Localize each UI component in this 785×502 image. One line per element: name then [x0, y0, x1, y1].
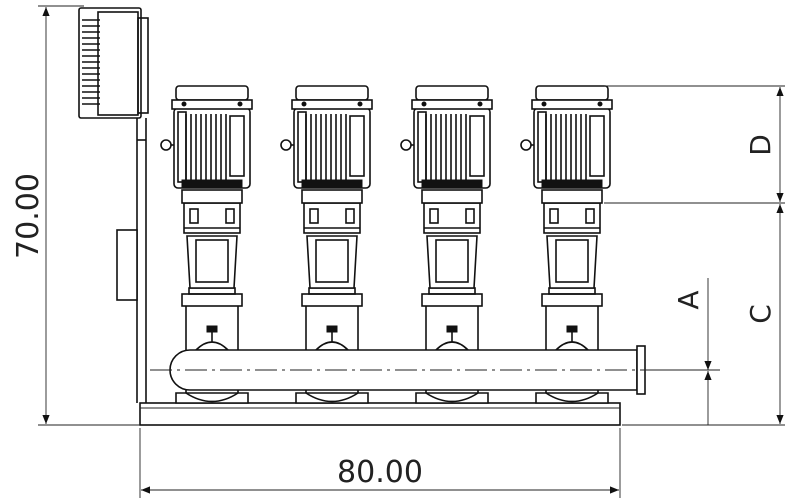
dimension-height: 70.00: [11, 5, 140, 426]
dimension-d-label: D: [744, 134, 777, 156]
dimension-c: C: [604, 202, 785, 424]
base-frame: [139, 402, 621, 426]
pump-unit: [280, 85, 373, 404]
dimension-c-label: C: [744, 304, 777, 324]
dimension-a: A: [622, 278, 785, 426]
pump-unit: [400, 85, 493, 404]
pump-unit: [520, 85, 613, 404]
manifold-pipe: [150, 345, 690, 395]
dimension-d: D: [604, 85, 785, 202]
pumps-group: [160, 85, 613, 404]
pump-unit: [160, 85, 253, 404]
dimension-a-label: A: [672, 290, 705, 309]
control-panel: [78, 7, 149, 119]
width-dimension-label: 80.00: [337, 455, 423, 490]
height-dimension-label: 70.00: [11, 173, 46, 259]
support-pole: [116, 118, 147, 403]
dimension-width: 80.00: [139, 428, 621, 498]
panel-vent-grille: [82, 19, 100, 105]
